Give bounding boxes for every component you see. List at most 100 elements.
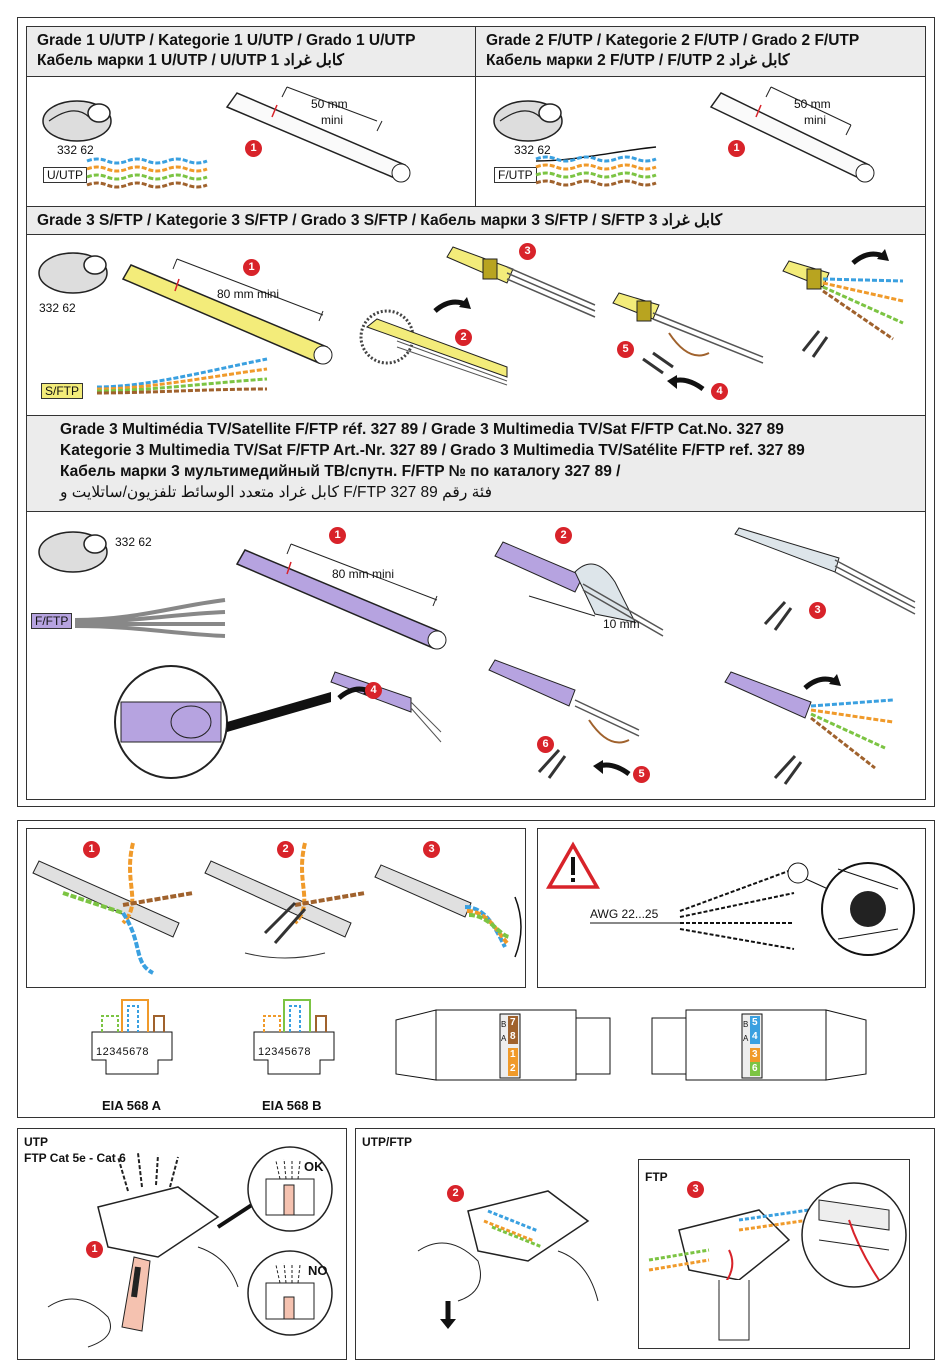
- section-multimedia-title-line2: Kategorie 3 Multimedia TV/Sat F/FTP Art.…: [60, 442, 805, 459]
- dim-label-50mm: 50 mm: [794, 97, 831, 111]
- connector-right-digit-6: 6: [752, 1063, 758, 1074]
- connector-left-digit-1: 1: [510, 1049, 516, 1060]
- section-sftp: Grade 3 S/FTP / Kategorie 3 S/FTP / Grad…: [26, 206, 926, 416]
- sftp-wire-pairs: [96, 357, 268, 395]
- pin-numbers-b: 12345678: [258, 1046, 311, 1058]
- stripping-tool-icon: [38, 531, 108, 573]
- step-badge-1: 1: [728, 140, 745, 157]
- cable-tag: F/FTP: [31, 613, 73, 629]
- bottom-left-title-line1: UTP: [24, 1135, 48, 1149]
- step-badge-4: 4: [711, 383, 728, 400]
- top-frame: [17, 17, 935, 807]
- step-badge-1: 1: [83, 841, 100, 858]
- push-arrow-icon: [593, 760, 631, 777]
- no-detail-drawing: [247, 1250, 333, 1336]
- step-badge-1: 1: [243, 259, 260, 276]
- connector-left-digit-7: 7: [510, 1017, 516, 1028]
- step-badge-3: 3: [809, 602, 826, 619]
- cable-tag: S/FTP: [41, 383, 84, 399]
- section-utp: Grade 1 U/UTP / Kategorie 1 U/UTP / Grad…: [26, 26, 476, 207]
- bottom-right-frame: UTP/FTP 2 FTP 3: [355, 1128, 935, 1360]
- braid-fold-drawing: [359, 309, 508, 386]
- dim-label-80mm: 80 mm mini: [217, 287, 280, 301]
- wire-cut-drawing: [488, 659, 640, 779]
- bottom-right-title: UTP/FTP: [362, 1135, 412, 1149]
- step-badge-1: 1: [245, 140, 262, 157]
- step-badge-1: 1: [86, 1241, 103, 1258]
- connector-left-letter-b: B: [501, 1020, 507, 1029]
- ftp-connector-drawing: [648, 1208, 810, 1341]
- step-badge-5: 5: [617, 341, 634, 358]
- dim-label-50mm: 50 mm: [311, 97, 348, 111]
- foil-peel-drawing: [494, 541, 664, 637]
- ftp-inset-label: FTP: [645, 1170, 668, 1184]
- awg-wires-drawing: [590, 862, 915, 956]
- push-arrow-icon: [667, 375, 705, 392]
- tool-ref-label: 332 62: [57, 143, 94, 157]
- step-badge-3: 3: [423, 841, 440, 858]
- section-ftp-header: Grade 2 F/UTP / Kategorie 2 F/UTP / Grad…: [476, 27, 925, 77]
- section-ftp: Grade 2 F/UTP / Kategorie 2 F/UTP / Grad…: [475, 26, 926, 207]
- twist-panel: 1 2 3: [26, 828, 526, 988]
- step-badge-5: 5: [633, 766, 650, 783]
- utp-cable-drawing: [225, 86, 411, 183]
- pinout-568a-drawing: [91, 999, 173, 1075]
- twist-step1-drawing: [32, 842, 194, 975]
- ftp-inset: FTP 3: [638, 1159, 910, 1349]
- rotate-arrow-icon: [803, 674, 841, 690]
- section-multimedia: Grade 3 Multimédia TV/Satellite F/FTP ré…: [26, 415, 926, 800]
- step-badge-6: 6: [537, 736, 554, 753]
- bottom-left-title-line2: FTP Cat 5e - Cat 6: [24, 1151, 126, 1165]
- hand-close-drawing: [417, 1190, 599, 1329]
- step-badge-2: 2: [447, 1185, 464, 1202]
- foil-label-10mm: 10 mm: [603, 617, 640, 631]
- step-badge-2: 2: [277, 841, 294, 858]
- section-ftp-title-line1: Grade 2 F/UTP / Kategorie 2 F/UTP / Grad…: [486, 32, 860, 49]
- connector-left-digit-2: 2: [510, 1063, 516, 1074]
- stripping-tool-icon: [38, 252, 108, 294]
- ok-label: OK: [304, 1159, 324, 1174]
- section-multimedia-title-line4: كابل غراد متعدد الوسائط تلفزيون/ساتلايت …: [60, 484, 493, 501]
- connector-right-digit-5: 5: [752, 1017, 758, 1028]
- ftp-wire-pairs: [535, 146, 657, 187]
- no-label: NO: [308, 1263, 328, 1278]
- twist-step3-drawing: [374, 864, 522, 958]
- stripping-tool-icon: [42, 100, 112, 142]
- connector-left-digit-8: 8: [510, 1031, 516, 1042]
- connector-right-digit-4: 4: [752, 1031, 758, 1042]
- cable-tag: U/UTP: [43, 167, 87, 183]
- section-multimedia-title-line3: Кабель марки 3 мультимедийный ТВ/спутн. …: [60, 463, 621, 480]
- ffp-cable-drawing: [235, 543, 447, 650]
- utp-wire-pairs: [86, 157, 208, 189]
- connector-right-drawing: [651, 1009, 867, 1081]
- cable-tag: F/UTP: [494, 167, 537, 183]
- dim-label-mini: mini: [804, 113, 827, 127]
- step-badge-2: 2: [455, 329, 472, 346]
- wire-fan-drawing: [724, 671, 894, 785]
- section-multimedia-header: Grade 3 Multimédia TV/Satellite F/FTP ré…: [27, 416, 925, 512]
- bottom-left-frame: UTP FTP Cat 5e - Cat 6 1 OK NO: [17, 1128, 347, 1360]
- sftp-final-drawing: [782, 260, 904, 358]
- section-sftp-header: Grade 3 S/FTP / Kategorie 3 S/FTP / Grad…: [27, 207, 925, 235]
- connector-right-digit-3: 3: [752, 1049, 758, 1060]
- section-utp-title-line1: Grade 1 U/UTP / Kategorie 1 U/UTP / Grad…: [37, 32, 416, 49]
- rotate-arrow-icon: [851, 249, 889, 265]
- rotate-arrow-icon: [433, 297, 471, 313]
- pinout-568b-drawing: [253, 999, 335, 1075]
- step-badge-3: 3: [687, 1181, 704, 1198]
- step-badge-1: 1: [329, 527, 346, 544]
- twist-step2-drawing: [204, 842, 366, 959]
- warning-icon: [545, 841, 601, 889]
- step-badge-4: 4: [365, 682, 382, 699]
- magnified-shield-drawing: [114, 665, 442, 779]
- awg-label: AWG 22...25: [590, 907, 659, 921]
- warning-panel: AWG 22...25: [537, 828, 926, 988]
- step-badge-3: 3: [519, 243, 536, 260]
- tool-ref-label: 332 62: [115, 535, 152, 549]
- section-utp-header: Grade 1 U/UTP / Kategorie 1 U/UTP / Grad…: [27, 27, 475, 77]
- sftp-cable-drawing: [121, 258, 333, 365]
- ftp-magnified-drawing: [801, 1182, 907, 1288]
- connector-right-letter-a: A: [743, 1034, 749, 1043]
- section-ftp-title-line2: Кабель марки 2 F/UTP / F/UTP 2 كابل غراد: [486, 52, 790, 69]
- dim-label-80mm: 80 mm mini: [332, 567, 395, 581]
